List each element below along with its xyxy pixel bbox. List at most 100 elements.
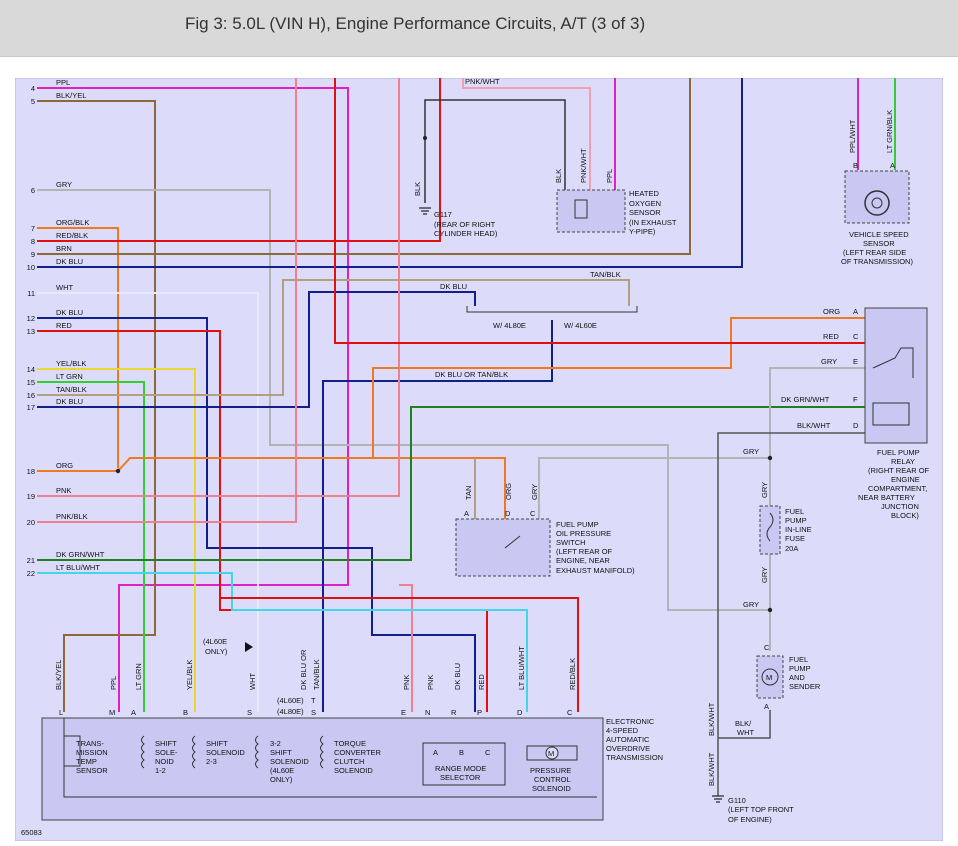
pin-wire-label: YEL/BLK <box>56 359 86 368</box>
pin-number: 8 <box>31 237 35 246</box>
oil-switch-contact <box>504 535 521 549</box>
wire-brn <box>37 78 691 255</box>
trans-wire-label: DK BLU <box>453 663 462 690</box>
trans-pin-letter: C <box>567 708 573 717</box>
pump-label-4: SENDER <box>789 682 821 691</box>
vss-pin-a: A <box>890 161 895 170</box>
motor-icon <box>545 746 559 760</box>
pnk-wht-top-label: PNK/WHT <box>465 78 500 86</box>
diagram-background <box>14 77 944 842</box>
figure-header: Fig 3: 5.0L (VIN H), Engine Performance … <box>0 0 958 57</box>
oil-switch-body <box>455 518 551 577</box>
pump-label-3: AND <box>789 673 805 682</box>
trans-wire-label: PNK <box>426 675 435 690</box>
o2-sensor-body <box>556 189 626 233</box>
relay-pin-c: C <box>853 332 859 341</box>
ground-g110: G110 (LEFT TOP FRONT OF ENGINE) <box>712 795 794 824</box>
pin-wire-label: TAN/BLK <box>56 385 87 394</box>
wire-dk-grn-wht <box>37 406 865 561</box>
range-mode-selector: A B C RANGE MODE SELECTOR <box>422 742 506 786</box>
pin-number: 20 <box>27 518 35 527</box>
g117-label: G117 <box>434 210 452 219</box>
ss32-label-3: SOLENOID <box>270 757 309 766</box>
wire-lt-blu-wht <box>37 572 528 712</box>
relay-body <box>864 307 928 444</box>
blk-wht-side-2: WHT <box>737 728 754 737</box>
pin-wire-label: PNK <box>56 486 71 495</box>
electronic-transmission: TRANS- MISSION TEMP SENSOR SHIFT SOLE- N… <box>41 717 604 821</box>
motor-icon-m: M <box>766 673 772 682</box>
wires <box>37 78 896 796</box>
oil-label-4: (LEFT REAR OF <box>556 547 613 556</box>
oil-label-1: FUEL PUMP <box>556 520 599 529</box>
trans-wire-label: WHT <box>248 673 257 690</box>
pin-number: 4 <box>31 84 35 93</box>
vss-label-2: SENSOR <box>863 239 895 248</box>
oil-pin-d: D <box>505 509 511 518</box>
temp-label-4: SENSOR <box>76 766 108 775</box>
fuse-body <box>759 505 781 555</box>
pump-pin-c: C <box>764 643 770 652</box>
pin-wire-label: PPL <box>56 78 70 87</box>
ss12-label-2: SOLE- <box>155 748 178 757</box>
wire-gry-6 <box>37 189 770 611</box>
relay-pin-e: E <box>853 357 858 366</box>
temp-label-3: TEMP <box>76 757 97 766</box>
fuel-pump-relay: ORG RED GRY DK GRN/WHT BLK/WHT A C E F D… <box>781 307 930 520</box>
trans-label-1: ELECTRONIC <box>606 717 655 726</box>
pin-wire-label: BLK/YEL <box>56 91 86 100</box>
ss12-label-1: SHIFT <box>155 739 177 748</box>
g117-desc-1: (REAR OF RIGHT <box>434 220 496 229</box>
oil-label-5: ENGINE, NEAR <box>556 556 610 565</box>
vss-label-4: OF TRANSMISSION) <box>841 257 913 266</box>
wire-pnk-19 <box>37 78 400 497</box>
junction-dot <box>767 607 773 613</box>
pump-label-2: PUMP <box>789 664 811 673</box>
arrow-icon <box>245 642 253 652</box>
vss-coil-icon <box>864 190 890 216</box>
vss-coil-icon <box>871 197 883 209</box>
fuse-wire-mid: GRY <box>760 482 769 498</box>
fuse-label-1: FUEL <box>785 507 804 516</box>
trans-wire-label: LT BLU/WHT <box>517 646 526 690</box>
o2-wire-pnk-wht: PNK/WHT <box>579 148 588 183</box>
junction-dot <box>115 468 121 474</box>
pin-wire-label: ORG/BLK <box>56 218 89 227</box>
trans-label-5: TRANSMISSION <box>606 753 663 762</box>
trans-wire-label: BLK/YEL <box>54 660 63 690</box>
fuse-label-5: 20A <box>785 544 798 553</box>
trans-pin-letter: S <box>247 708 252 717</box>
relay-wire-blk-wht: BLK/WHT <box>797 421 831 430</box>
pin-number: 19 <box>27 492 35 501</box>
pin-number: 22 <box>27 569 35 578</box>
tan-blk-label: TAN/BLK <box>590 270 621 279</box>
wire-pnk-branch <box>399 584 413 712</box>
trans-pin-letter: L <box>59 708 63 717</box>
trans-wire-label: RED/BLK <box>568 658 577 690</box>
o2-label-4: (IN EXHAUST <box>629 218 677 227</box>
g110-desc-1: (LEFT TOP FRONT <box>728 805 794 814</box>
g117-wire-label: BLK <box>413 182 422 196</box>
wire-dk-blu-17 <box>37 291 476 408</box>
relay-label-2: RELAY <box>891 457 915 466</box>
pin-number: 16 <box>27 391 35 400</box>
wire-blk-o2 <box>424 99 566 190</box>
wire-org-relay <box>372 317 865 458</box>
gry-branch-label: GRY <box>743 600 759 609</box>
transmission-body <box>41 717 604 821</box>
pin-wire-label: LT BLU/WHT <box>56 563 100 572</box>
ss32-label-5: ONLY) <box>270 775 293 784</box>
fuse-wire-top: GRY <box>743 447 759 456</box>
pin-note-4l60e: (4L60E) <box>277 696 304 705</box>
solenoid-coil-icon <box>141 735 145 769</box>
relay-wire-org: ORG <box>823 307 840 316</box>
tcc-label-4: SOLENOID <box>334 766 373 775</box>
trans-wire-label: LT GRN <box>134 663 143 690</box>
note-4l60e-1: (4L60E <box>203 637 227 646</box>
oil-pin-c: C <box>530 509 536 518</box>
oil-pin-a: A <box>464 509 469 518</box>
pin-wire-label: DK GRN/WHT <box>56 550 105 559</box>
fuel-pump-fuse: GRY GRY FUEL PUMP IN-LINE FUSE 20A GRY <box>743 447 812 583</box>
g110-desc-2: OF ENGINE) <box>728 815 772 824</box>
relay-wire-dk-grn-wht: DK GRN/WHT <box>781 395 830 404</box>
